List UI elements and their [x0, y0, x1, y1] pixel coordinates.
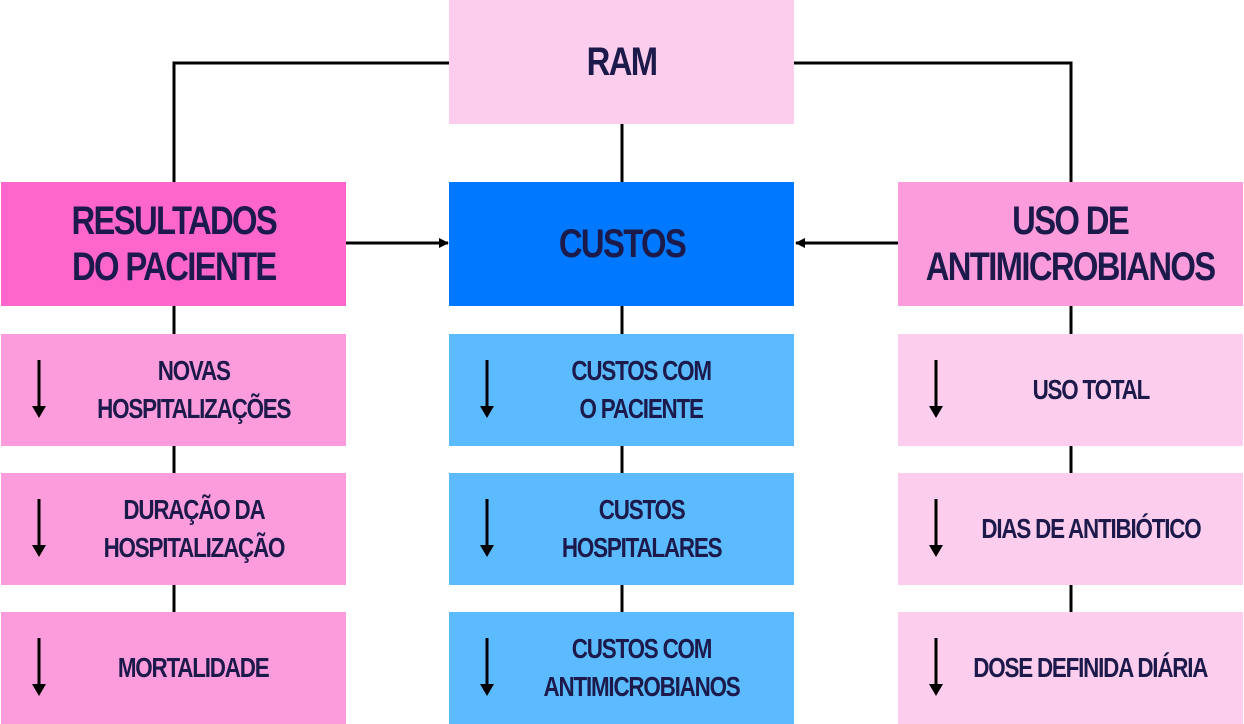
patient-item-2: DURAÇÃO DA HOSPITALIZAÇÃO: [1, 473, 346, 585]
usage-item-label: DOSE DEFINIDA DIÁRIA: [973, 652, 1208, 683]
connector-ram-usage: [794, 61, 1073, 182]
ram-box: RAM: [449, 0, 794, 124]
arrow-down-icon: [32, 499, 46, 557]
patient-item-1: NOVAS HOSPITALIZAÇÕES: [1, 334, 346, 446]
arrow-down-icon: [480, 499, 494, 557]
usage-item-label: USO TOTAL: [1032, 374, 1150, 405]
patient-outcomes-label: RESULTADOS DO PACIENTE: [71, 199, 277, 289]
usage-item-1: USO TOTAL: [898, 334, 1243, 446]
costs-item-1: CUSTOS COM O PACIENTE: [449, 334, 794, 446]
usage-item-2: DIAS DE ANTIBIÓTICO: [898, 473, 1243, 585]
costs-item-label: CUSTOS COM O PACIENTE: [571, 355, 713, 424]
costs-item-label: CUSTOS COM ANTIMICROBIANOS: [543, 633, 740, 702]
arrow-down-icon: [480, 638, 494, 696]
arrow-down-icon: [929, 360, 943, 418]
patient-item-label: MORTALIDADE: [118, 652, 270, 683]
costs-item-3: CUSTOS COM ANTIMICROBIANOS: [449, 612, 794, 724]
arrow-down-icon: [32, 638, 46, 696]
usage-item-3: DOSE DEFINIDA DIÁRIA: [898, 612, 1243, 724]
patient-item-label: NOVAS HOSPITALIZAÇÕES: [96, 355, 291, 424]
patient-item-label: DURAÇÃO DA HOSPITALIZAÇÃO: [103, 494, 285, 563]
arrow-down-icon: [929, 638, 943, 696]
arrow-down-icon: [32, 360, 46, 418]
arrow-down-icon: [929, 499, 943, 557]
costs-label: CUSTOS: [558, 222, 686, 266]
costs-item-label: CUSTOS HOSPITALARES: [561, 494, 723, 563]
antimicrobial-usage-label: USO DE ANTIMICROBIANOS: [926, 199, 1216, 289]
patient-item-3: MORTALIDADE: [1, 612, 346, 724]
costs-item-2: CUSTOS HOSPITALARES: [449, 473, 794, 585]
patient-outcomes-header: RESULTADOS DO PACIENTE: [1, 182, 346, 306]
arrow-down-icon: [480, 360, 494, 418]
ram-label: RAM: [586, 40, 658, 84]
usage-item-label: DIAS DE ANTIBIÓTICO: [980, 513, 1201, 544]
connector-ram-patient: [172, 61, 449, 182]
costs-header: CUSTOS: [449, 182, 794, 306]
antimicrobial-usage-header: USO DE ANTIMICROBIANOS: [898, 182, 1243, 306]
